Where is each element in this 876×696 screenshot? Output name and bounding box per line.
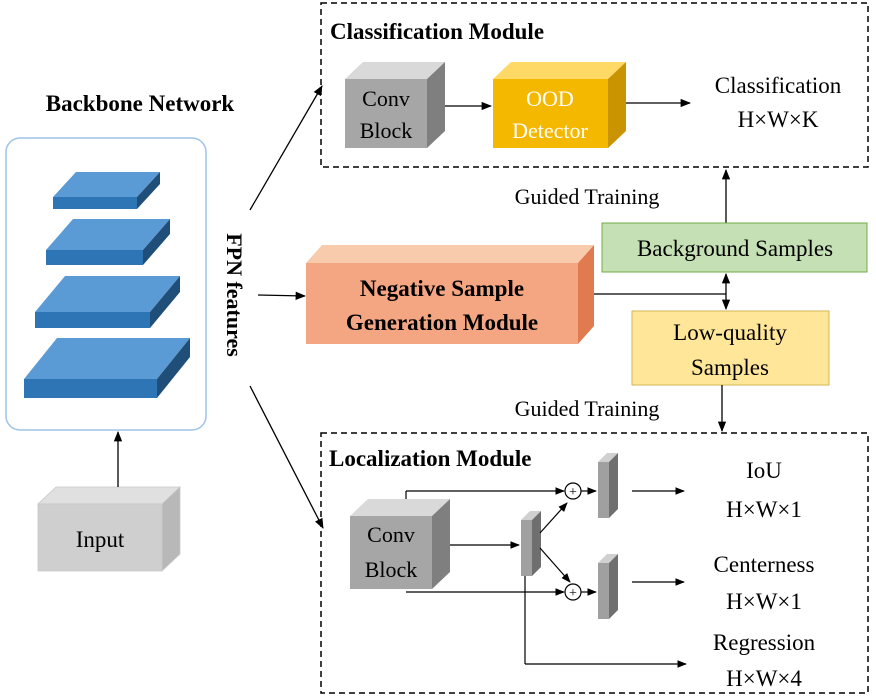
regression-output-shape: H×W×4 [726,666,802,691]
guided-training-bottom-label: Guided Training [515,396,660,421]
fpn-to-negative-arrow [257,291,307,300]
fpn-to-localization-arrow [249,385,324,529]
iou-feature-bar [598,453,618,518]
classification-conv-block [345,62,445,148]
localization-module-title: Localization Module [329,446,532,471]
ood-detector-label-2: Detector [512,118,588,143]
negative-sample-label-2: Generation Module [346,310,538,335]
classification-conv-label-1: Conv [362,86,410,111]
low-quality-label-2: Samples [691,355,769,380]
iou-output-label: IoU [746,458,782,483]
classification-output-shape: H×W×K [738,107,819,132]
feature-to-top-adder-arrow [539,502,568,534]
centerness-output-label: Centerness [714,552,815,577]
classification-module-box [320,2,869,168]
background-samples-label: Background Samples [637,236,833,261]
classification-output-label: Classification [715,73,842,98]
localization-conv-block [350,499,450,589]
iou-output-shape: H×W×1 [726,497,802,522]
feature-layer-1 [53,172,160,209]
centerness-feature-bar [598,554,618,619]
input-block [36,486,182,572]
ood-detector-block [493,62,626,148]
ood-detector-label-1: OOD [526,86,574,111]
input-label: Input [76,527,125,552]
feature-layer-3 [35,276,180,328]
feature-layer-2 [46,219,170,265]
negative-sample-generation-block [306,245,594,344]
classification-module-title: Classification Module [330,19,544,44]
background-samples-box [601,222,868,273]
negative-sample-label-1: Negative Sample [360,276,524,301]
low-quality-label-1: Low-quality [673,320,787,345]
centerness-output-shape: H×W×1 [726,589,802,614]
localization-conv-label-1: Conv [367,522,415,547]
low-quality-samples-box [631,310,830,386]
regression-output-label: Regression [713,630,816,655]
classification-conv-label-2: Block [360,118,413,143]
fpn-features-label: FPN features [222,233,247,357]
localization-feature-bar [521,511,541,576]
fpn-to-classification-arrow [249,85,323,211]
feature-to-bottom-adder-arrow [539,547,571,583]
feature-layer-4 [24,338,190,398]
bottom-add-symbol: + [569,586,577,601]
guided-training-top-label: Guided Training [515,184,660,209]
top-add-symbol: + [569,485,577,500]
localization-conv-label-2: Block [365,557,418,582]
localization-module-box [320,432,869,694]
backbone-title: Backbone Network [46,91,235,116]
